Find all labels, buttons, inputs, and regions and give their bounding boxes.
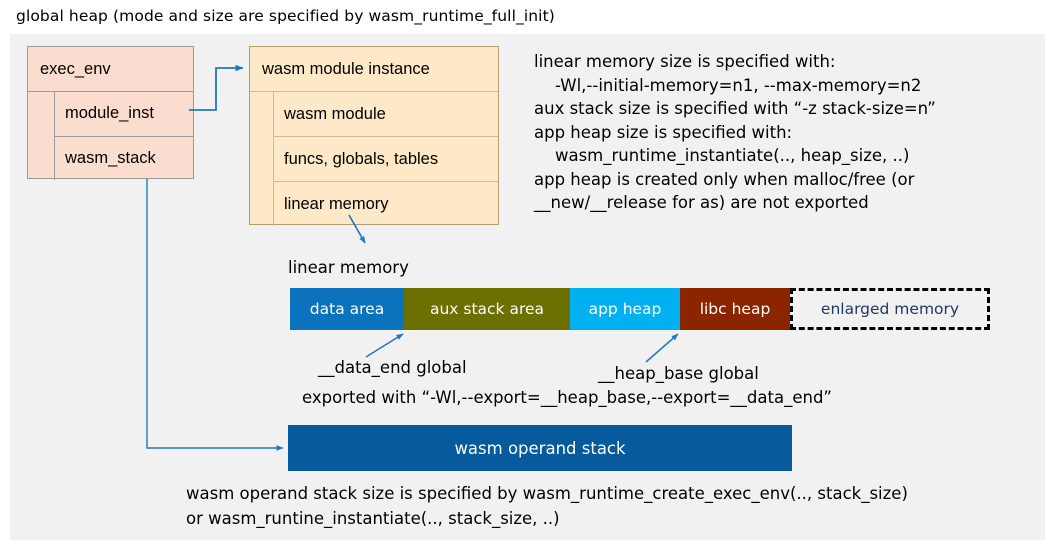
segment-aux-stack-area: aux stack area	[404, 288, 570, 330]
exec-env-box: exec_env module_inst wasm_stack	[27, 46, 194, 180]
exec-env-gutter	[28, 92, 55, 180]
exec-env-header: exec_env	[28, 47, 193, 92]
exec-env-body: module_inst wasm_stack	[28, 92, 193, 180]
operand-stack-note: wasm operand stack size is specified by …	[186, 484, 908, 528]
module-field-linear-memory: linear memory	[284, 194, 389, 213]
annotation-heap-base: __heap_base global	[598, 364, 759, 383]
exec-env-fields: module_inst wasm_stack	[55, 92, 193, 180]
exec-env-field-wasm-stack: wasm_stack	[65, 148, 156, 167]
page-title: global heap (mode and size are specified…	[16, 7, 555, 25]
annotation-data-end: __data_end global	[318, 358, 467, 377]
wasm-module-instance-box: wasm module instance wasm module funcs, …	[249, 46, 499, 226]
linear-memory-label: linear memory	[288, 258, 409, 277]
linear-memory-bar: data area aux stack area app heap libc h…	[290, 288, 990, 330]
module-field-wasm-module: wasm module	[274, 92, 498, 137]
segment-data-area: data area	[290, 288, 404, 330]
module-field-funcs-globals-tables: funcs, globals, tables	[274, 137, 498, 182]
memory-size-notes: linear memory size is specified with: -W…	[534, 52, 936, 212]
wasm-module-instance-gutter	[250, 92, 274, 226]
segment-enlarged-memory: enlarged memory	[790, 288, 990, 330]
wasm-module-instance-fields: wasm module funcs, globals, tables linea…	[274, 92, 498, 226]
segment-libc-heap: libc heap	[680, 288, 790, 330]
wasm-module-instance-header: wasm module instance	[250, 47, 498, 92]
exec-env-field-module-inst: module_inst	[55, 92, 193, 137]
segment-app-heap: app heap	[570, 288, 680, 330]
annotation-exported-with: exported with “-Wl,--export=__heap_base,…	[302, 388, 832, 407]
wasm-module-instance-body: wasm module funcs, globals, tables linea…	[250, 92, 498, 226]
wasm-operand-stack-box: wasm operand stack	[288, 425, 792, 471]
